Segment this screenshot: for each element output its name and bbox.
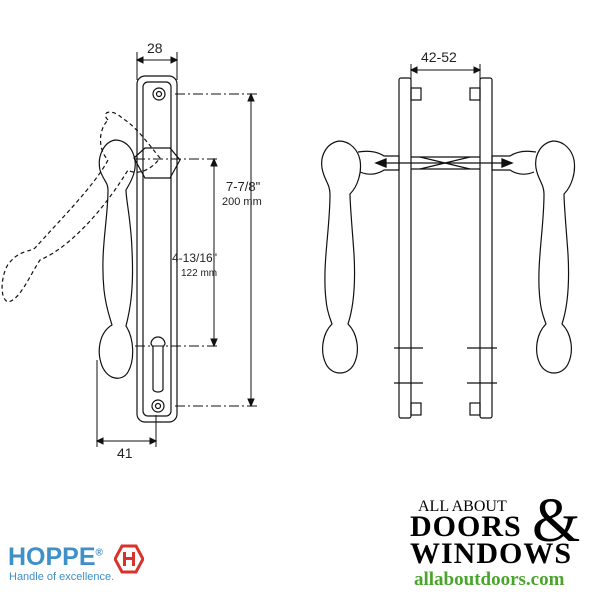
side-handle-left bbox=[321, 140, 362, 374]
dim-200mm bbox=[175, 92, 258, 408]
label-28: 28 bbox=[147, 40, 163, 56]
dim-door-thickness-arrow bbox=[374, 158, 514, 168]
side-handle-right bbox=[535, 140, 576, 374]
bottom-screw bbox=[151, 399, 165, 413]
aad-doors: DOORS bbox=[410, 510, 522, 543]
hoppe-logo: HOPPE® bbox=[8, 543, 103, 572]
aad-windows: WINDOWS bbox=[410, 537, 573, 570]
right-side-plate bbox=[479, 77, 493, 419]
hoppe-registered: ® bbox=[95, 547, 103, 559]
cylinder-hole bbox=[150, 336, 166, 393]
aad-ampersand: & bbox=[532, 487, 581, 555]
escutcheon-plate bbox=[136, 75, 178, 423]
hoppe-tagline: Handle of excellence. bbox=[9, 571, 115, 583]
aad-url: allaboutdoors.com bbox=[414, 569, 565, 590]
dim-122mm bbox=[135, 157, 220, 348]
rose bbox=[133, 147, 181, 179]
hoppe-hex-icon bbox=[114, 544, 144, 574]
top-screw bbox=[152, 87, 166, 101]
dim-28 bbox=[135, 52, 179, 80]
label-42-52: 42-52 bbox=[421, 49, 457, 65]
left-side-plate bbox=[398, 77, 412, 419]
dim-42-52 bbox=[409, 64, 482, 92]
aad-all-about: ALL ABOUT bbox=[418, 498, 507, 515]
rotated-handle-dashed bbox=[1, 111, 161, 303]
label-41: 41 bbox=[117, 445, 133, 461]
front-handle bbox=[98, 139, 136, 379]
escutcheon-inner bbox=[142, 81, 172, 417]
label-122mm: 122 mm bbox=[181, 268, 217, 279]
hoppe-name: HOPPE bbox=[8, 543, 96, 571]
dim-41 bbox=[95, 360, 158, 447]
label-4-13-16: 4-13/16" bbox=[172, 251, 217, 265]
label-7-7-8: 7-7/8" bbox=[226, 179, 261, 194]
label-200mm: 200 mm bbox=[222, 196, 262, 208]
